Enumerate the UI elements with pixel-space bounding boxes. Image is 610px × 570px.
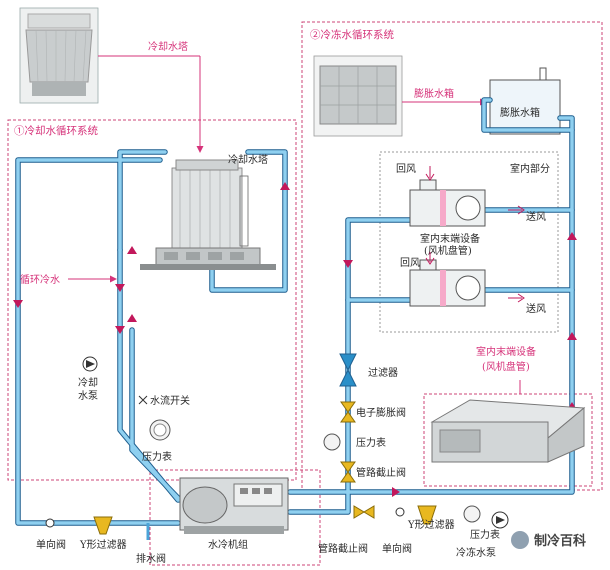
expansion-tank	[489, 67, 561, 135]
electronic-expansion-valve-icon	[340, 401, 356, 423]
indoor-unit-label-1: 室内末端设备	[420, 232, 480, 245]
y-strainer-bottom-icon	[417, 505, 437, 525]
indoor-part-label: 室内部分	[510, 162, 550, 175]
return-air-label-2: 回风	[400, 257, 420, 269]
pipe-stop-valve-bottom-label: 管路截止阀	[318, 542, 368, 555]
y-strainer-left-icon	[93, 516, 113, 535]
cooling-tower-photo	[19, 7, 99, 104]
check-valve-left-icon	[45, 518, 55, 528]
drain-valve-label: 排水阀	[136, 552, 166, 565]
chiller-box	[149, 469, 321, 566]
supply-air-label-2: 送风	[526, 302, 546, 315]
y-strainer-bottom-label: Y形过滤器	[407, 518, 455, 531]
watermark: 制冷百科	[511, 531, 586, 549]
electronic-expansion-valve-label: 电子膨胀阀	[356, 406, 406, 419]
cooling-pump-label-1: 冷却	[78, 376, 98, 389]
pressure-gauge-bottom-icon	[463, 505, 481, 523]
check-valve-bottom-label: 单向阀	[382, 542, 412, 555]
filter-icon	[339, 353, 357, 387]
check-valve-left-label: 单向阀	[36, 538, 66, 551]
check-valve-bottom-icon	[395, 507, 405, 517]
expansion-tank-label: 膨胀水箱	[500, 106, 540, 119]
y-strainer-left-label: Y形过滤器	[79, 538, 127, 551]
chiller-unit	[179, 477, 289, 534]
supply-air-label-1: 送风	[526, 210, 546, 223]
pressure-gauge-right-icon	[323, 433, 341, 451]
chilled-section-title: ②冷冻水循环系统	[310, 28, 394, 41]
pressure-gauge-left-icon	[149, 419, 171, 441]
chilled-pump-icon	[491, 511, 509, 529]
flow-switch-icon	[138, 395, 148, 405]
filter-label: 过滤器	[368, 366, 398, 379]
indoor-unit-label-2: (风机盘管)	[424, 244, 472, 257]
cooling-section-title: ①冷却水循环系统	[14, 124, 98, 137]
cooling-tower	[140, 159, 276, 270]
callout-indoor-unit: 室内末端设备	[476, 345, 536, 358]
callout-circulating-water: 循环冷水	[20, 273, 60, 286]
pressure-gauge-bottom-label: 压力表	[470, 528, 500, 541]
pipe-stop-valve-right-icon	[340, 461, 356, 483]
chilled-pump-label: 冷冻水泵	[456, 546, 496, 559]
pressure-gauge-left-label: 压力表	[142, 450, 172, 463]
flow-switch-label: 水流开关	[150, 394, 190, 407]
callout-cooling-tower: 冷却水塔	[148, 40, 188, 53]
air-arrows	[425, 166, 525, 303]
indoor-part-box	[379, 151, 559, 333]
pipe-stop-valve-right-label: 管路截止阀	[356, 466, 406, 479]
cooling-pump-icon	[82, 356, 98, 372]
chiller-unit-label: 水冷机组	[208, 538, 248, 551]
return-air-label-1: 回风	[396, 163, 416, 175]
indoor-unit-photo	[430, 399, 586, 463]
fan-coil-unit-1	[409, 179, 486, 227]
cooling-tower-label: 冷却水塔	[228, 153, 268, 166]
pipe-stop-valve-bottom-icon	[353, 505, 375, 519]
fan-coil-unit-2	[409, 259, 486, 307]
svg-text:制冷百科: 制冷百科	[534, 533, 586, 549]
callout-expansion-tank: 膨胀水箱	[414, 87, 454, 100]
cooling-section-box	[7, 119, 297, 481]
expansion-tank-photo	[313, 55, 403, 137]
callout-indoor-unit-sub: (风机盘管)	[482, 360, 530, 373]
pressure-gauge-right-label: 压力表	[356, 436, 386, 449]
cooling-pump-label-2: 水泵	[78, 390, 98, 402]
